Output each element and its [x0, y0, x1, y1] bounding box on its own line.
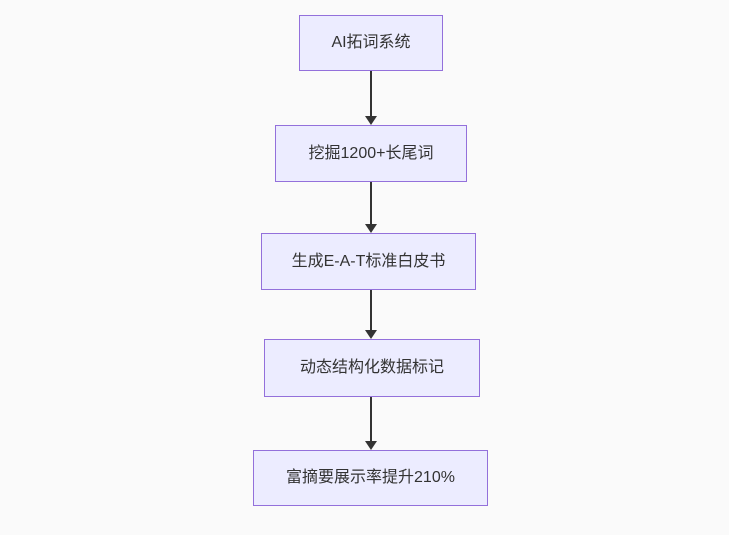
arrow-down-icon — [365, 441, 377, 450]
node-label: 富摘要展示率提升210% — [286, 469, 455, 487]
flowchart-node-ai-word-expansion: AI拓词系统 — [299, 15, 443, 71]
flowchart-node-eat-whitepaper: 生成E-A-T标准白皮书 — [261, 233, 476, 290]
flowchart-node-rich-snippet-result: 富摘要展示率提升210% — [253, 450, 488, 506]
node-label: 挖掘1200+长尾词 — [308, 144, 434, 162]
edge-line — [370, 290, 372, 331]
arrow-down-icon — [365, 116, 377, 125]
edge-line — [370, 397, 372, 442]
arrow-down-icon — [365, 330, 377, 339]
flowchart-node-structured-data: 动态结构化数据标记 — [264, 339, 480, 397]
edge-line — [370, 182, 372, 225]
arrow-down-icon — [365, 224, 377, 233]
node-label: AI拓词系统 — [331, 34, 411, 52]
edge-line — [370, 71, 372, 117]
flowchart-node-longtail-keywords: 挖掘1200+长尾词 — [275, 125, 467, 182]
node-label: 动态结构化数据标记 — [299, 359, 444, 377]
node-label: 生成E-A-T标准白皮书 — [291, 252, 446, 270]
